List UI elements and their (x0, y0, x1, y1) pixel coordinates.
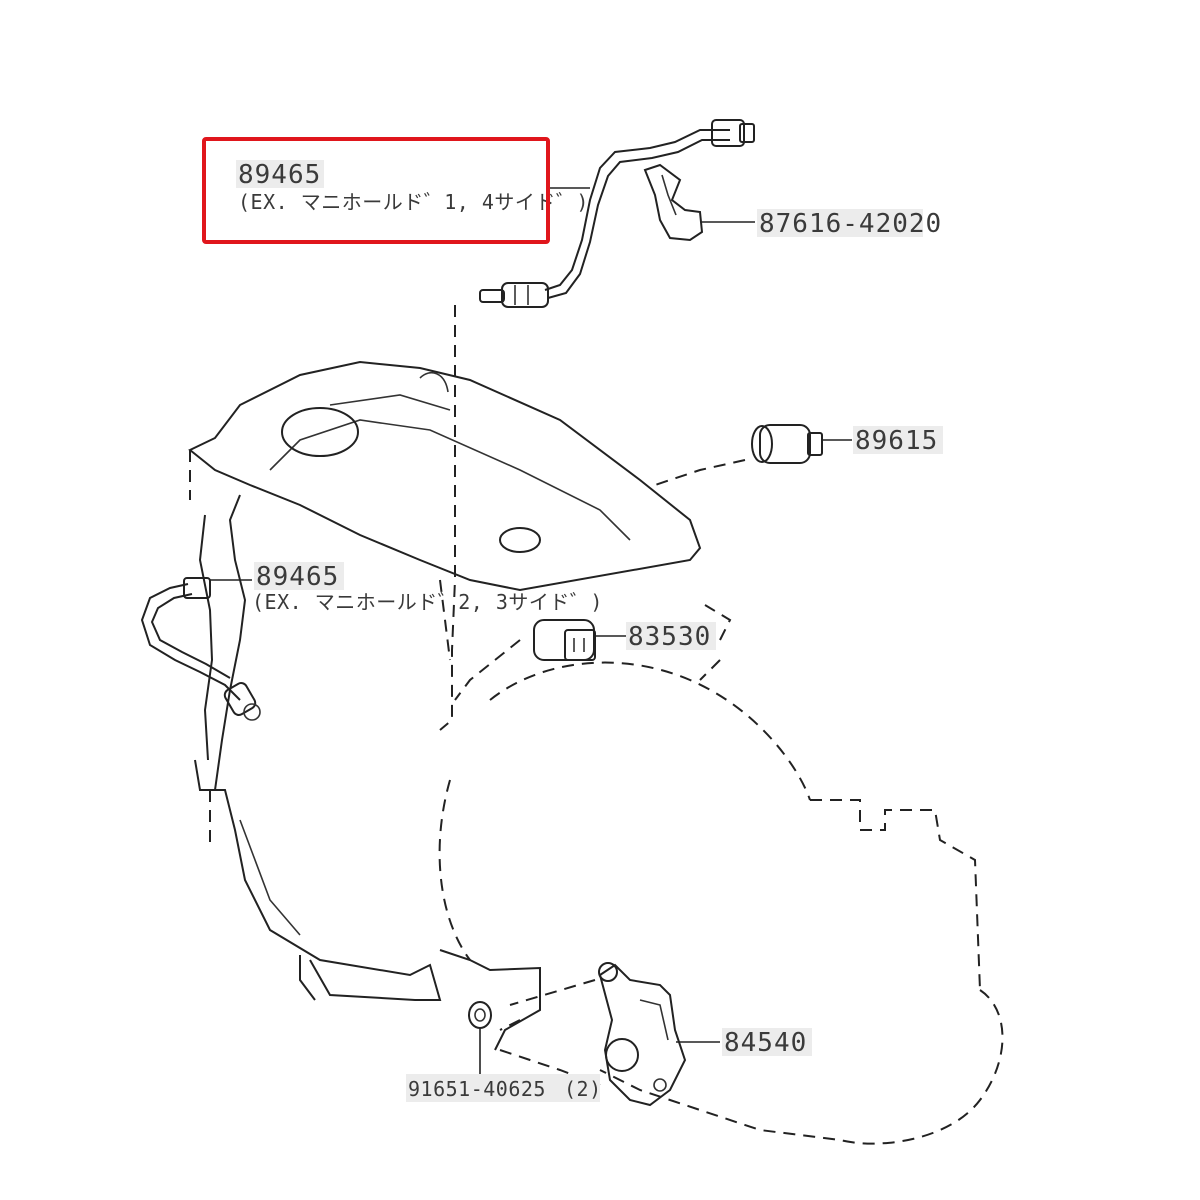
callout-84540[interactable]: 84540 (722, 1028, 812, 1058)
quantity-label: (2) (564, 1077, 602, 1101)
bolt (468, 1001, 492, 1029)
callout-91651-40625[interactable]: 91651-40625 (2) (406, 1074, 602, 1102)
callout-89615[interactable]: 89615 (853, 426, 943, 456)
part-location-note: (EX. マニホールド゛2, 3サイド゛) (252, 590, 603, 614)
part-number-label: 84540 (724, 1028, 807, 1058)
callout-83530[interactable]: 83530 (626, 622, 716, 652)
neutral-start-switch (598, 962, 687, 1107)
highlight-box (202, 137, 550, 244)
part-number-label: 91651-40625 (408, 1077, 546, 1101)
knock-sensor (751, 424, 823, 464)
part-number-label: 83530 (628, 622, 711, 652)
clamp-bracket (643, 163, 704, 242)
callout-89465-side[interactable]: 89465 (EX. マニホールド゛2, 3サイド゛) (252, 562, 603, 614)
oxygen-sensor-side (140, 577, 261, 721)
engine-block (188, 360, 702, 1051)
part-location-note: (EX. マニホールド゛1, 4サイド゛) (238, 190, 589, 214)
part-number-label: 89465 (256, 562, 339, 592)
leader-lines (210, 187, 852, 1075)
callout-89465-top[interactable]: 89465 (EX. マニホールド゛1, 4サイド゛) (236, 160, 589, 214)
part-number-label: 89615 (855, 426, 938, 456)
part-number-label: 87616-42020 (759, 209, 942, 239)
oil-pressure-switch (533, 619, 596, 661)
oxygen-sensor-top (479, 119, 755, 308)
hidden-lines (189, 305, 1004, 1145)
callout-87616-42020[interactable]: 87616-42020 (757, 209, 942, 239)
part-number-label: 89465 (238, 160, 321, 190)
